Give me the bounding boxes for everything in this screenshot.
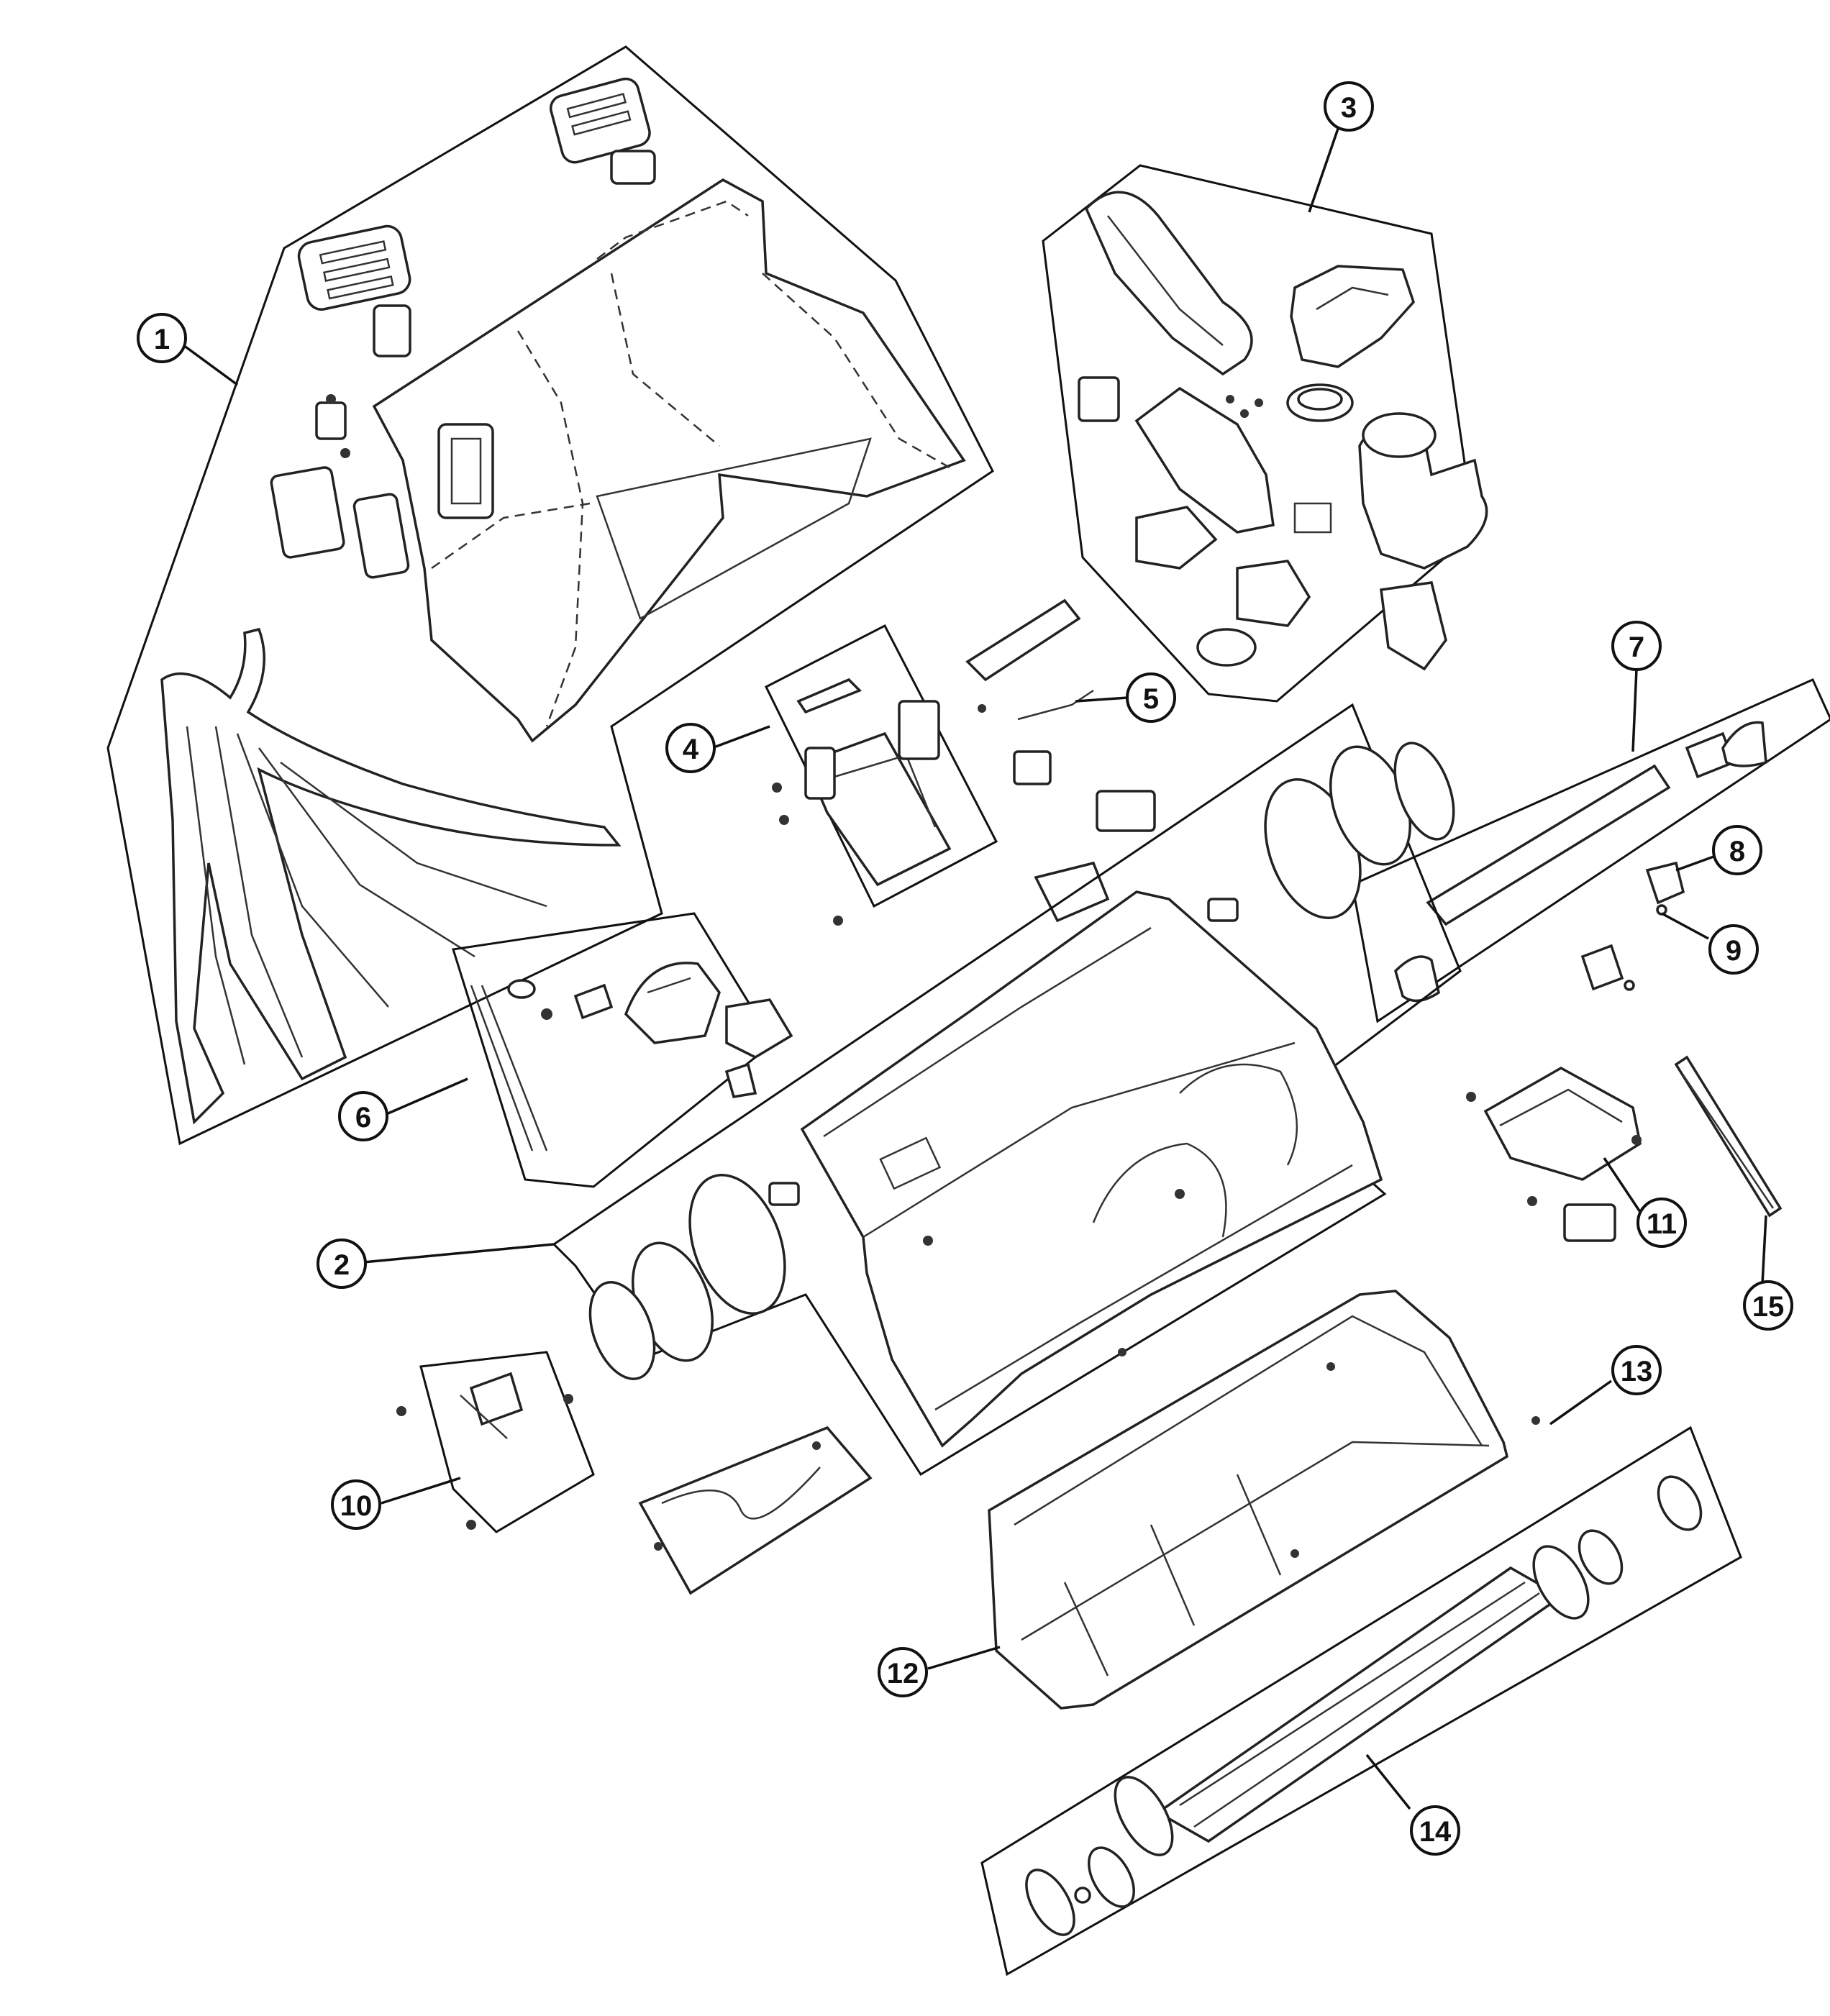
group-5-small-parts <box>965 598 1156 923</box>
callout-1: 1 <box>137 313 187 363</box>
callout-14: 14 <box>1410 1805 1460 1856</box>
group-6-release-parts <box>452 912 793 1188</box>
group-10-plate <box>396 1351 595 1533</box>
callout-label-7: 7 <box>1629 631 1644 663</box>
callout-13: 13 <box>1611 1345 1662 1395</box>
group-1-hood-assembly <box>106 45 994 1146</box>
part-11-motor <box>1466 1066 1642 1242</box>
callout-label-3: 3 <box>1341 92 1357 124</box>
part-15-belt <box>1674 1055 1783 1218</box>
callout-8: 8 <box>1712 825 1762 875</box>
callout-label-8: 8 <box>1729 836 1745 867</box>
callout-label-15: 15 <box>1752 1291 1785 1323</box>
callout-label-2: 2 <box>334 1249 350 1281</box>
callout-6: 6 <box>338 1091 388 1141</box>
leader-lines <box>182 107 1767 1810</box>
part-12-sole-plate <box>988 1290 1540 1710</box>
group-14-brushroll <box>980 1426 1742 1976</box>
callout-label-14: 14 <box>1419 1816 1452 1848</box>
callout-label-1: 1 <box>154 324 170 355</box>
callout-label-12: 12 <box>887 1658 919 1689</box>
callout-11: 11 <box>1636 1198 1687 1248</box>
callout-label-10: 10 <box>340 1490 373 1522</box>
callout-label-13: 13 <box>1621 1356 1653 1387</box>
group-3-handle-assembly <box>1042 164 1488 703</box>
callout-label-5: 5 <box>1143 683 1159 715</box>
group-7-axle <box>1351 678 1830 1023</box>
callout-label-11: 11 <box>1647 1208 1677 1240</box>
callout-label-6: 6 <box>355 1102 371 1134</box>
callout-label-4: 4 <box>683 734 699 765</box>
callout-4: 4 <box>665 723 716 773</box>
group-4-carriage <box>765 624 998 926</box>
callout-label-9: 9 <box>1726 935 1742 967</box>
bottom-cover-plate <box>638 1426 873 1595</box>
callout-10: 10 <box>331 1479 381 1530</box>
callout-7: 7 <box>1611 621 1662 671</box>
callout-2: 2 <box>317 1239 367 1289</box>
callout-15: 15 <box>1743 1280 1793 1331</box>
group-2-base-assembly <box>552 703 1462 1477</box>
parts-8-9-brackets <box>1580 861 1685 991</box>
callout-3: 3 <box>1324 81 1374 132</box>
callout-9: 9 <box>1708 924 1759 975</box>
callout-5: 5 <box>1126 672 1176 723</box>
callout-12: 12 <box>878 1647 928 1697</box>
